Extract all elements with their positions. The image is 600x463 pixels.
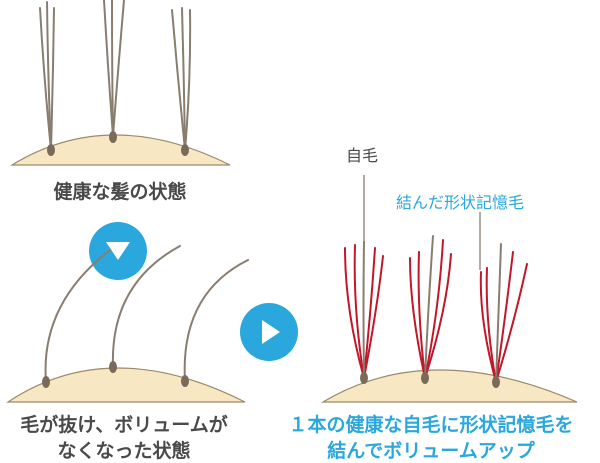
scalp bbox=[320, 369, 578, 403]
hair-root bbox=[109, 131, 117, 143]
hair-root bbox=[181, 144, 189, 156]
own-hair-annotation: 自毛 bbox=[346, 146, 379, 165]
fiber-strands-1 bbox=[344, 244, 384, 379]
thinned-state-label-line1: 毛が抜け、ボリュームが bbox=[20, 414, 228, 436]
own-hair-strand-1 bbox=[362, 241, 365, 379]
single-hair-strands bbox=[44, 245, 249, 383]
hair-root bbox=[492, 376, 500, 388]
thinned-hair-illustration bbox=[6, 245, 249, 403]
hair-strand-group-2 bbox=[103, 0, 125, 137]
scalp bbox=[9, 134, 231, 166]
healthy-hair-illustration bbox=[9, 0, 231, 166]
own-hair-strand-3 bbox=[495, 243, 502, 383]
hair-root bbox=[360, 372, 368, 384]
hair-root bbox=[42, 376, 50, 388]
scalp bbox=[6, 367, 246, 403]
fiber-strands-3 bbox=[479, 251, 528, 383]
hair-strand-group-3 bbox=[171, 7, 192, 151]
down-arrow-icon bbox=[89, 222, 147, 280]
hair-strand-group-1 bbox=[39, 1, 55, 151]
right-arrow-icon bbox=[240, 303, 298, 361]
hair-root bbox=[421, 372, 429, 384]
hair-root bbox=[181, 375, 189, 387]
hair-root bbox=[109, 361, 117, 373]
fiber-strands-2 bbox=[409, 239, 452, 379]
thinned-state-label-line2: なくなった状態 bbox=[57, 440, 191, 462]
result-label-line2: 結んでボリュームアップ bbox=[327, 440, 535, 462]
fiber-annotation: 結んだ形状記憶毛 bbox=[396, 193, 525, 212]
volume-up-hair-illustration bbox=[320, 175, 578, 403]
result-label-line1: １本の健康な自毛に形状記憶毛を bbox=[288, 414, 574, 436]
own-hair-strand-2 bbox=[424, 235, 434, 379]
hair-root bbox=[47, 144, 55, 156]
healthy-state-label: 健康な髪の状態 bbox=[53, 181, 187, 203]
